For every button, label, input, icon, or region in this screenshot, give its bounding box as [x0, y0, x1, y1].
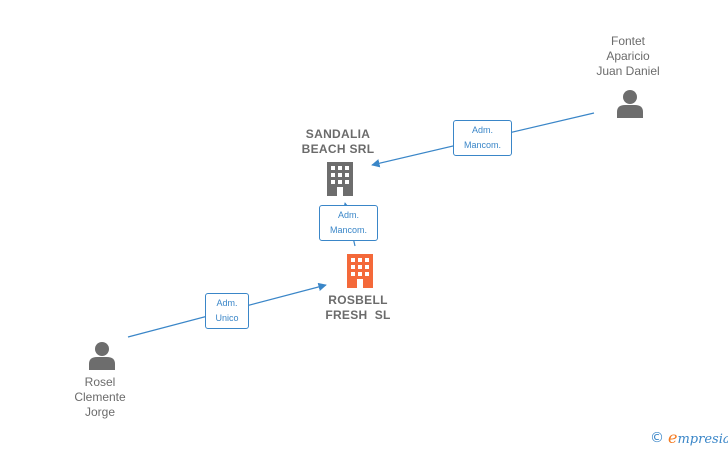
- person-icon[interactable]: [87, 340, 117, 370]
- company-label-sandalia[interactable]: SANDALIA BEACH SRL: [301, 127, 375, 156]
- building-icon[interactable]: [345, 254, 375, 288]
- brand-logo-e: e: [668, 428, 678, 447]
- edge-label-rosbell-sandalia[interactable]: Adm. Mancom.: [319, 205, 378, 241]
- person-label-rosel[interactable]: Rosel Clemente Jorge: [74, 375, 126, 419]
- edge-label-rosel-rosbell[interactable]: Adm. Unico: [205, 293, 249, 329]
- company-label-rosbell[interactable]: ROSBELL FRESH SL: [325, 293, 391, 322]
- person-icon[interactable]: [615, 88, 645, 118]
- person-label-fontet[interactable]: Fontet Aparicio Juan Daniel: [596, 34, 660, 78]
- edge-label-fontet-sandalia[interactable]: Adm. Mancom.: [453, 120, 512, 156]
- footer-brand: © empresia: [650, 428, 728, 448]
- brand-logo[interactable]: empresia: [668, 428, 728, 448]
- copyright-symbol: ©: [650, 430, 664, 446]
- brand-logo-text: mpresia: [677, 432, 728, 447]
- building-icon[interactable]: [325, 162, 355, 196]
